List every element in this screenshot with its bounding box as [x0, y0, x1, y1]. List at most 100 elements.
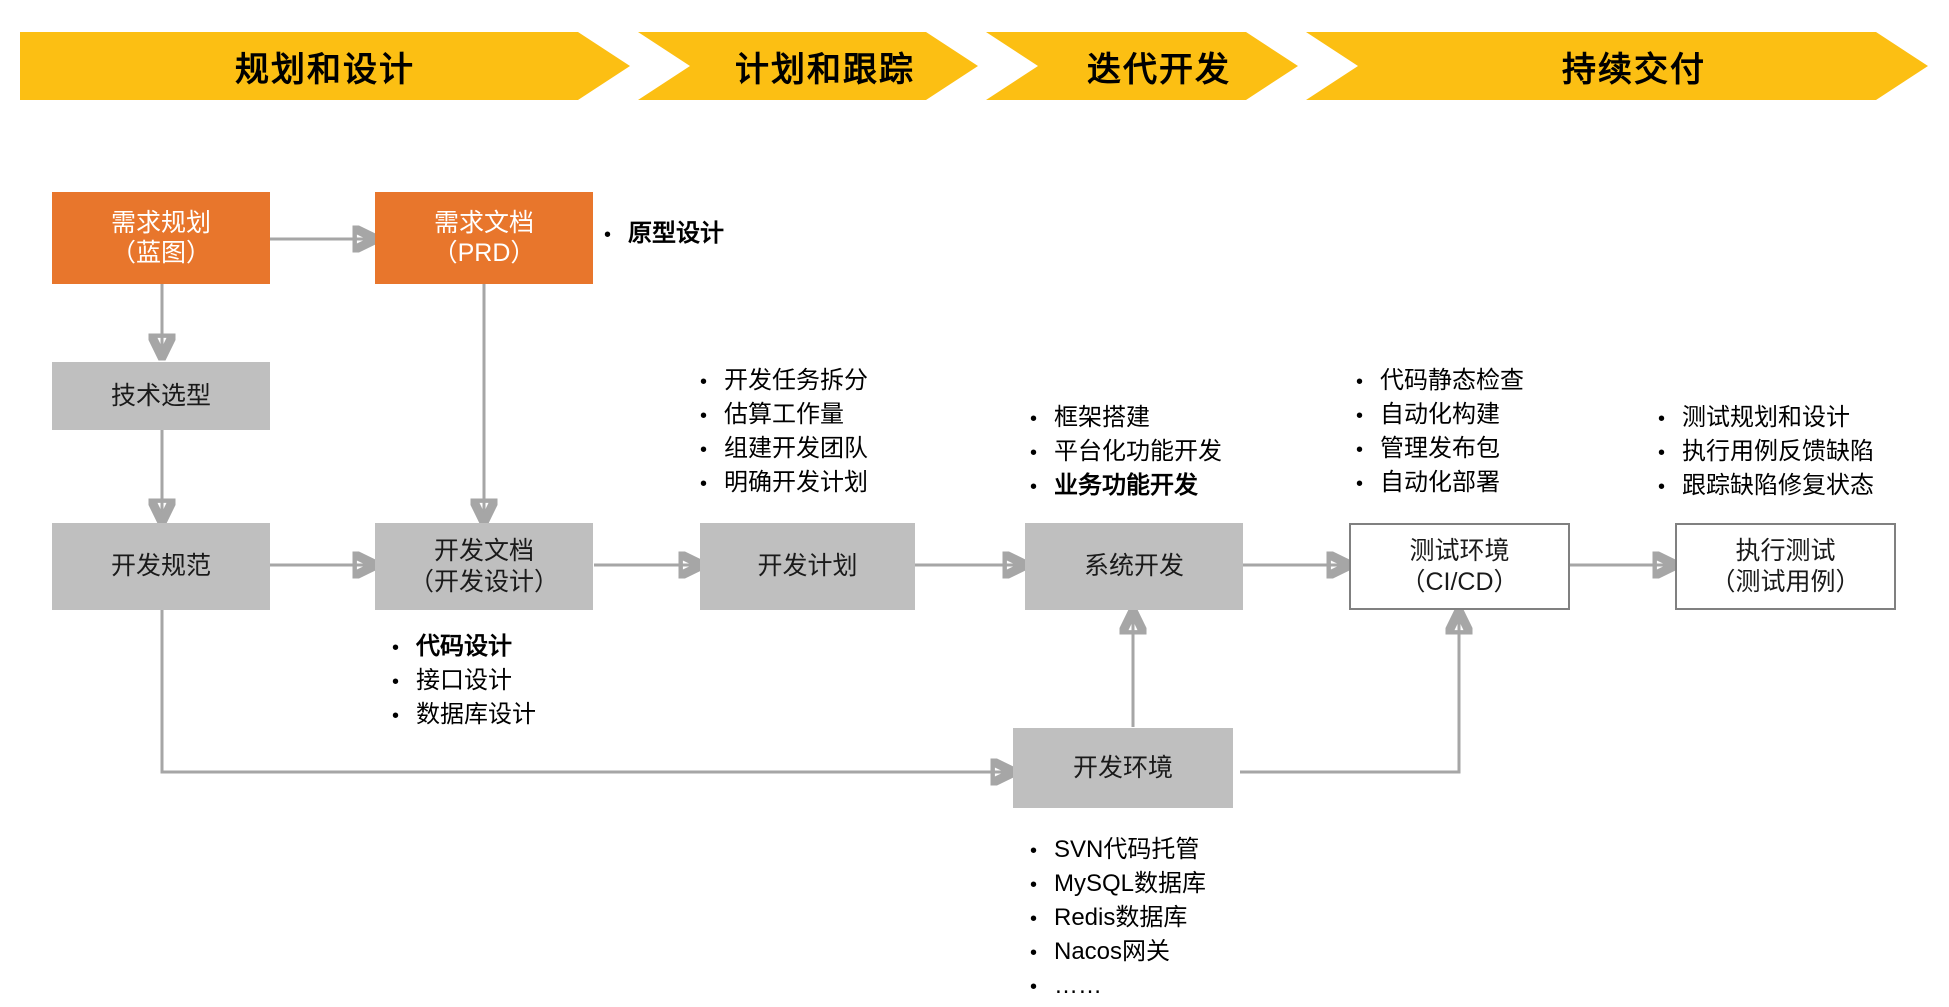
- bullet-icon: •: [1030, 874, 1038, 896]
- node-line2: （PRD）: [432, 239, 536, 267]
- list-item: • 代码静态检查: [1356, 369, 1524, 393]
- list-prototype: • 原型设计: [604, 222, 724, 256]
- bullet-icon: •: [1030, 908, 1038, 930]
- node-line2: （开发设计）: [408, 567, 559, 596]
- list-item-label: 明确开发计划: [724, 469, 868, 496]
- phase-label: 迭代开发: [1087, 50, 1231, 89]
- list-planning-items: • 开发任务拆分 • 估算工作量 • 组建开发团队 • 明确开发计划: [700, 369, 868, 505]
- node-line1: 开发规范: [110, 552, 211, 581]
- list-item: • Nacos网关: [1030, 940, 1206, 964]
- list-item-label: 业务功能开发: [1054, 472, 1198, 499]
- list-item-label: Nacos网关: [1054, 938, 1171, 965]
- list-item-label: 自动化部署: [1380, 469, 1500, 496]
- list-item: • MySQL数据库: [1030, 872, 1206, 896]
- phase-label: 持续交付: [1562, 50, 1706, 89]
- phase-banner-iterative-dev[interactable]: 迭代开发: [986, 32, 1298, 100]
- list-item: • 业务功能开发: [1030, 474, 1222, 498]
- node-line2: （测试用例）: [1710, 567, 1861, 596]
- list-item: • 执行用例反馈缺陷: [1658, 440, 1874, 464]
- list-item: • 自动化部署: [1356, 471, 1524, 495]
- bullet-icon: •: [1356, 371, 1364, 393]
- list-item-label: 管理发布包: [1380, 435, 1500, 462]
- bullet-icon: •: [392, 637, 400, 659]
- bullet-icon: •: [1030, 976, 1038, 998]
- list-item-label: 平台化功能开发: [1054, 438, 1222, 465]
- list-item-label: 接口设计: [416, 667, 512, 694]
- list-item: • 估算工作量: [700, 403, 868, 427]
- node-dev-doc[interactable]: 开发文档 （开发设计）: [375, 523, 593, 610]
- bullet-icon: •: [700, 405, 708, 427]
- list-item-label: 框架搭建: [1054, 404, 1150, 431]
- list-item-label: 自动化构建: [1380, 401, 1500, 428]
- node-line2: （蓝图）: [110, 239, 211, 267]
- list-item: • 自动化构建: [1356, 403, 1524, 427]
- list-item: • Redis数据库: [1030, 906, 1206, 930]
- bullet-icon: •: [1030, 840, 1038, 862]
- list-item: • 原型设计: [604, 222, 724, 246]
- list-item-label: Redis数据库: [1054, 904, 1188, 931]
- list-env-items: • SVN代码托管 • MySQL数据库 • Redis数据库 • Nacos网…: [1030, 838, 1206, 1007]
- node-line1: 系统开发: [1083, 552, 1184, 581]
- list-test-items: • 测试规划和设计 • 执行用例反馈缺陷 • 跟踪缺陷修复状态: [1658, 406, 1874, 508]
- list-item: • 跟踪缺陷修复状态: [1658, 474, 1874, 498]
- bullet-icon: •: [1356, 473, 1364, 495]
- node-tech-selection[interactable]: 技术选型: [52, 362, 270, 430]
- list-cicd-items: • 代码静态检查 • 自动化构建 • 管理发布包 • 自动化部署: [1356, 369, 1524, 505]
- list-item-label: MySQL数据库: [1054, 870, 1207, 897]
- bullet-icon: •: [392, 705, 400, 727]
- node-line1: 需求规划: [110, 208, 211, 237]
- link-devenv-to-testenv: [1240, 613, 1459, 774]
- list-item-label: 数据库设计: [416, 701, 536, 728]
- list-item: • 代码设计: [392, 635, 536, 659]
- phase-banner-continuous-delivery[interactable]: 持续交付: [1306, 32, 1928, 100]
- phase-banner-plan-track[interactable]: 计划和跟踪: [638, 32, 978, 100]
- list-item: • 管理发布包: [1356, 437, 1524, 461]
- link-devstd-to-devenv: [160, 610, 1012, 772]
- node-line2: （CI/CD）: [1400, 567, 1519, 596]
- list-item: • ……: [1030, 974, 1206, 998]
- bullet-icon: •: [1030, 942, 1038, 964]
- list-item: • SVN代码托管: [1030, 838, 1206, 862]
- list-item-label: 执行用例反馈缺陷: [1682, 438, 1874, 465]
- bullet-icon: •: [700, 439, 708, 461]
- bullet-icon: •: [1030, 442, 1038, 464]
- node-test-env[interactable]: 测试环境 （CI/CD）: [1349, 523, 1570, 610]
- bullet-icon: •: [700, 371, 708, 393]
- node-system-dev[interactable]: 系统开发: [1025, 523, 1243, 610]
- node-run-test[interactable]: 执行测试 （测试用例）: [1675, 523, 1896, 610]
- bullet-icon: •: [700, 473, 708, 495]
- bullet-icon: •: [1356, 439, 1364, 461]
- phase-banner-planning-design[interactable]: 规划和设计: [20, 32, 630, 100]
- list-item: • 框架搭建: [1030, 406, 1222, 430]
- node-dev-standard[interactable]: 开发规范: [52, 523, 270, 610]
- list-item: • 组建开发团队: [700, 437, 868, 461]
- node-dev-plan[interactable]: 开发计划: [700, 523, 915, 610]
- bullet-icon: •: [1658, 442, 1666, 464]
- list-item: • 接口设计: [392, 669, 536, 693]
- node-line1: 测试环境: [1409, 537, 1510, 565]
- list-item-label: 原型设计: [628, 220, 724, 247]
- list-item: • 明确开发计划: [700, 471, 868, 495]
- bullet-icon: •: [1030, 408, 1038, 430]
- node-requirement-doc[interactable]: 需求文档 （PRD）: [375, 192, 593, 284]
- phase-label: 规划和设计: [235, 50, 415, 89]
- list-item-label: ……: [1054, 972, 1102, 999]
- bullet-icon: •: [604, 224, 612, 246]
- list-design-items: • 代码设计 • 接口设计 • 数据库设计: [392, 635, 536, 737]
- node-line1: 技术选型: [110, 381, 211, 410]
- node-requirement-plan[interactable]: 需求规划 （蓝图）: [52, 192, 270, 284]
- node-line1: 执行测试: [1735, 537, 1836, 565]
- list-item-label: 代码设计: [416, 633, 512, 660]
- bullet-icon: •: [1030, 476, 1038, 498]
- list-item-label: SVN代码托管: [1054, 836, 1200, 863]
- list-item-label: 开发任务拆分: [724, 367, 868, 394]
- list-item-label: 组建开发团队: [724, 435, 868, 462]
- phase-label: 计划和跟踪: [735, 50, 915, 89]
- node-line1: 开发文档: [433, 537, 534, 565]
- bullet-icon: •: [1658, 408, 1666, 430]
- list-item-label: 测试规划和设计: [1682, 404, 1850, 431]
- node-dev-env[interactable]: 开发环境: [1013, 728, 1233, 808]
- node-line1: 需求文档: [433, 208, 534, 237]
